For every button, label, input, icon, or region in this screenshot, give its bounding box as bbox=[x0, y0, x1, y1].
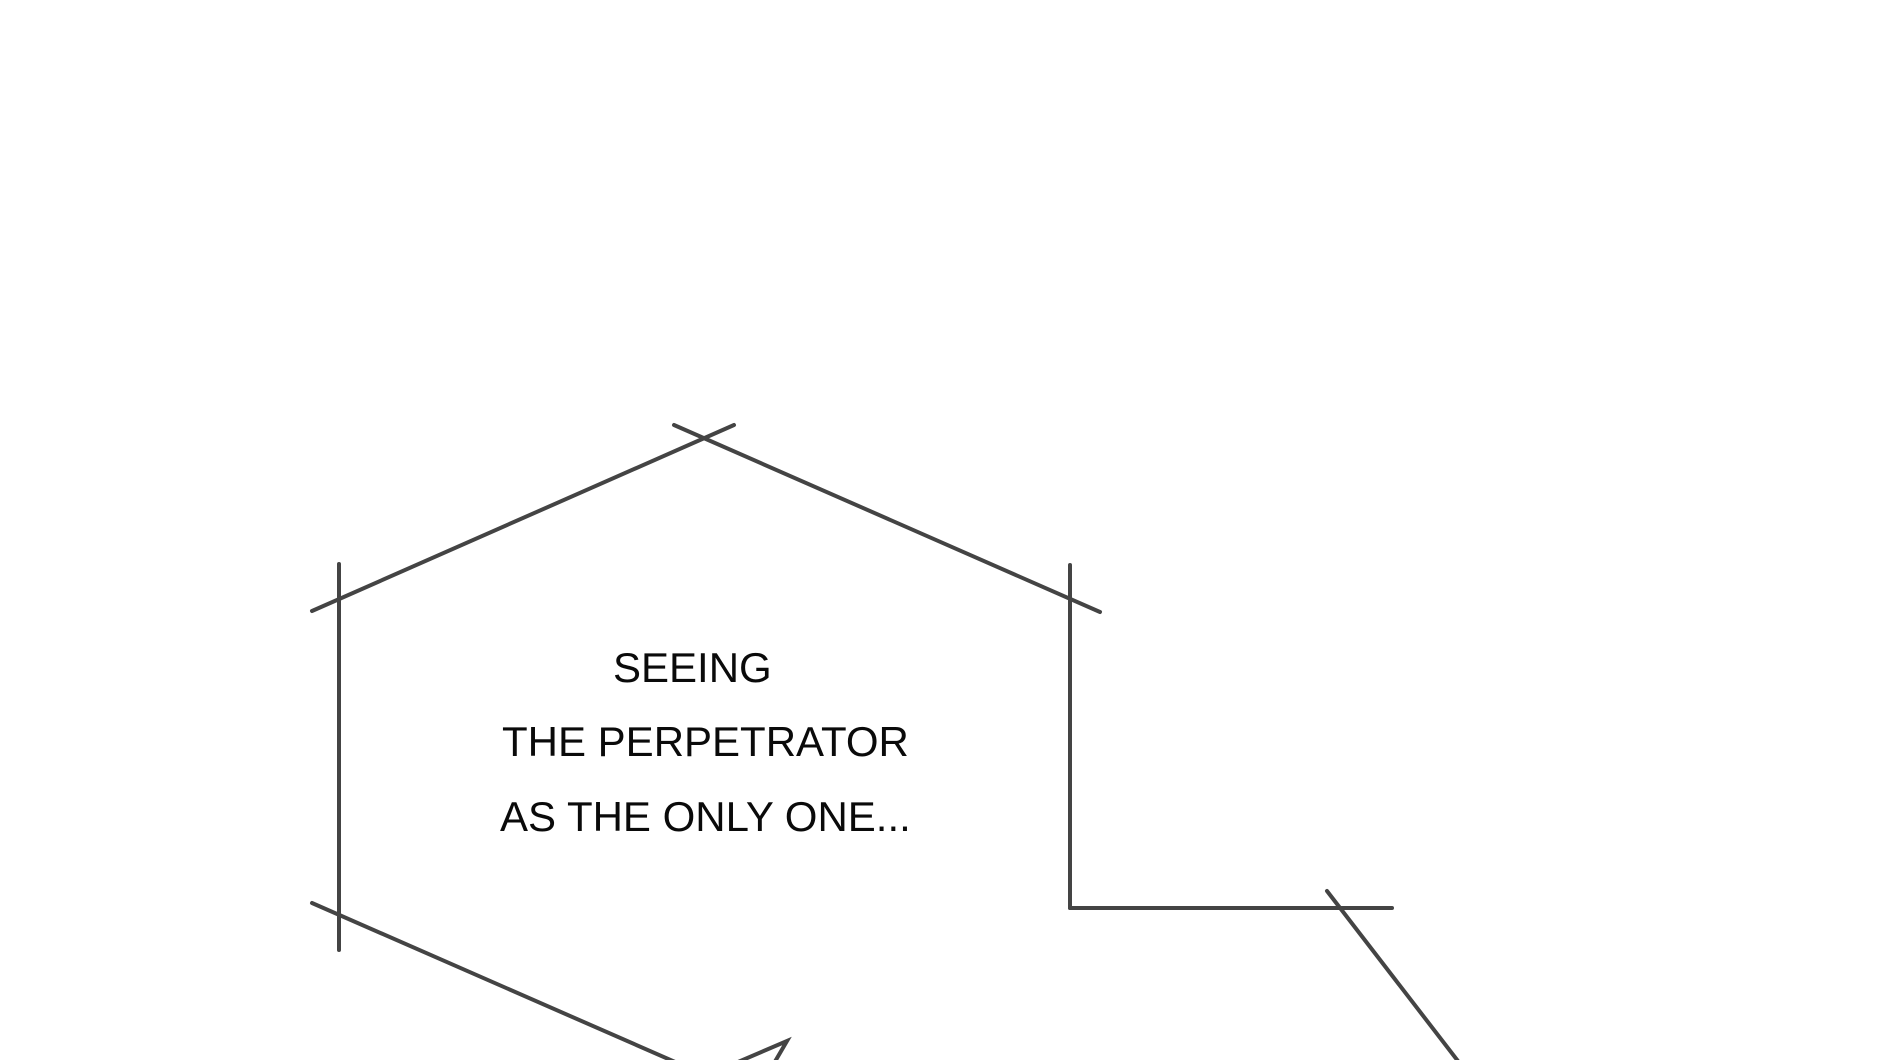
bubble-edge-top-right bbox=[672, 423, 1102, 614]
caption-line-1: SEEING bbox=[613, 644, 772, 691]
bubble-edge-bottom-left bbox=[310, 901, 676, 1060]
bubble-edge-diagonal bbox=[1325, 889, 1460, 1060]
caption-line-2: THE PERPETRATOR bbox=[502, 718, 909, 765]
caption-line-3: AS THE ONLY ONE... bbox=[500, 793, 911, 840]
bubble-tail bbox=[737, 1036, 792, 1060]
bubble-edge-top-left bbox=[310, 423, 736, 613]
